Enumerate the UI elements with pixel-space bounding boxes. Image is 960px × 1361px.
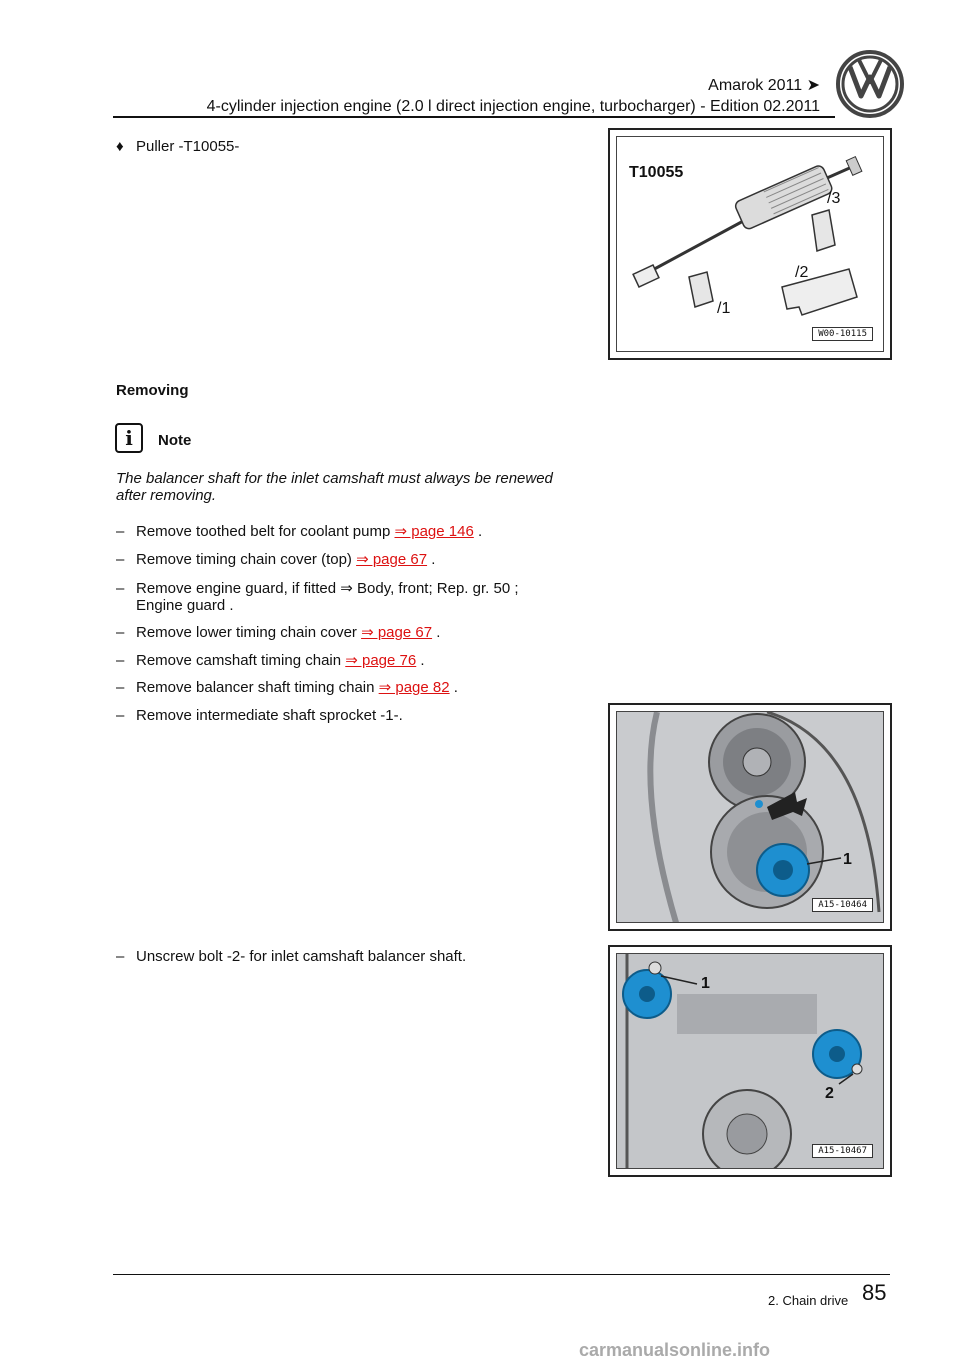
header-rule — [113, 116, 835, 118]
vw-logo-icon — [836, 50, 904, 118]
step-8: –Unscrew bolt -2- for inlet camshaft bal… — [116, 948, 467, 965]
sprocket-figure: 1 A15-10464 — [608, 703, 892, 931]
note-text: The balancer shaft for the inlet camshaf… — [116, 470, 553, 504]
step-1: –Remove toothed belt for coolant pump ⇒ … — [116, 523, 483, 540]
header-model: Amarok 2011 ➤ — [708, 77, 820, 94]
sprocket-illustration: 1 — [617, 712, 883, 922]
tool-label: Puller -T10055- — [136, 138, 240, 155]
step-2: –Remove timing chain cover (top) ⇒ page … — [116, 551, 436, 568]
part-label-2: /2 — [795, 264, 808, 281]
note-title: Note — [158, 432, 192, 449]
callout-1: 1 — [843, 851, 852, 868]
page-link[interactable]: ⇒ page 146 — [394, 523, 474, 540]
footer-rule — [113, 1274, 890, 1275]
part-label-1: /1 — [717, 300, 730, 317]
section-heading: Removing — [116, 382, 189, 399]
figure-code: W00-10115 — [812, 327, 873, 341]
callout-1: 1 — [701, 975, 710, 992]
tool-figure-title: T10055 — [629, 164, 683, 181]
step-3: –Remove engine guard, if fitted ⇒ Body, … — [116, 580, 519, 614]
step-5: –Remove camshaft timing chain ⇒ page 76 … — [116, 652, 425, 669]
footer-chapter: 2. Chain drive — [768, 1293, 849, 1308]
info-icon: i — [115, 423, 143, 453]
page-link[interactable]: ⇒ page 82 — [378, 679, 450, 696]
page-link[interactable]: ⇒ page 67 — [361, 624, 433, 641]
tool-figure: T10055 /3 /2 /1 W00-10115 — [608, 128, 892, 360]
site-watermark: carmanualsonline.info — [579, 1340, 771, 1360]
header-subtitle: 4-cylinder injection engine (2.0 l direc… — [206, 98, 820, 115]
part-label-3: /3 — [827, 190, 840, 207]
step-6: –Remove balancer shaft timing chain ⇒ pa… — [116, 679, 458, 696]
step-7: –Remove intermediate shaft sprocket -1-. — [116, 707, 403, 724]
step-4: –Remove lower timing chain cover ⇒ page … — [116, 624, 441, 641]
page-link[interactable]: ⇒ page 67 — [356, 551, 428, 568]
puller-illustration: T10055 /3 /2 /1 — [629, 155, 863, 317]
figure-code: A15-10467 — [812, 1144, 873, 1158]
bullet-icon: ♦ — [116, 138, 124, 155]
page-link[interactable]: ⇒ page 76 — [345, 652, 417, 669]
tool-item: ♦ Puller -T10055- — [116, 138, 239, 155]
page-number: 85 — [862, 1280, 887, 1305]
figure-code: A15-10464 — [812, 898, 873, 912]
callout-2: 2 — [825, 1085, 834, 1102]
balancer-illustration: 1 2 — [617, 954, 883, 1168]
balancer-figure: 1 2 A15-10467 — [608, 945, 892, 1177]
